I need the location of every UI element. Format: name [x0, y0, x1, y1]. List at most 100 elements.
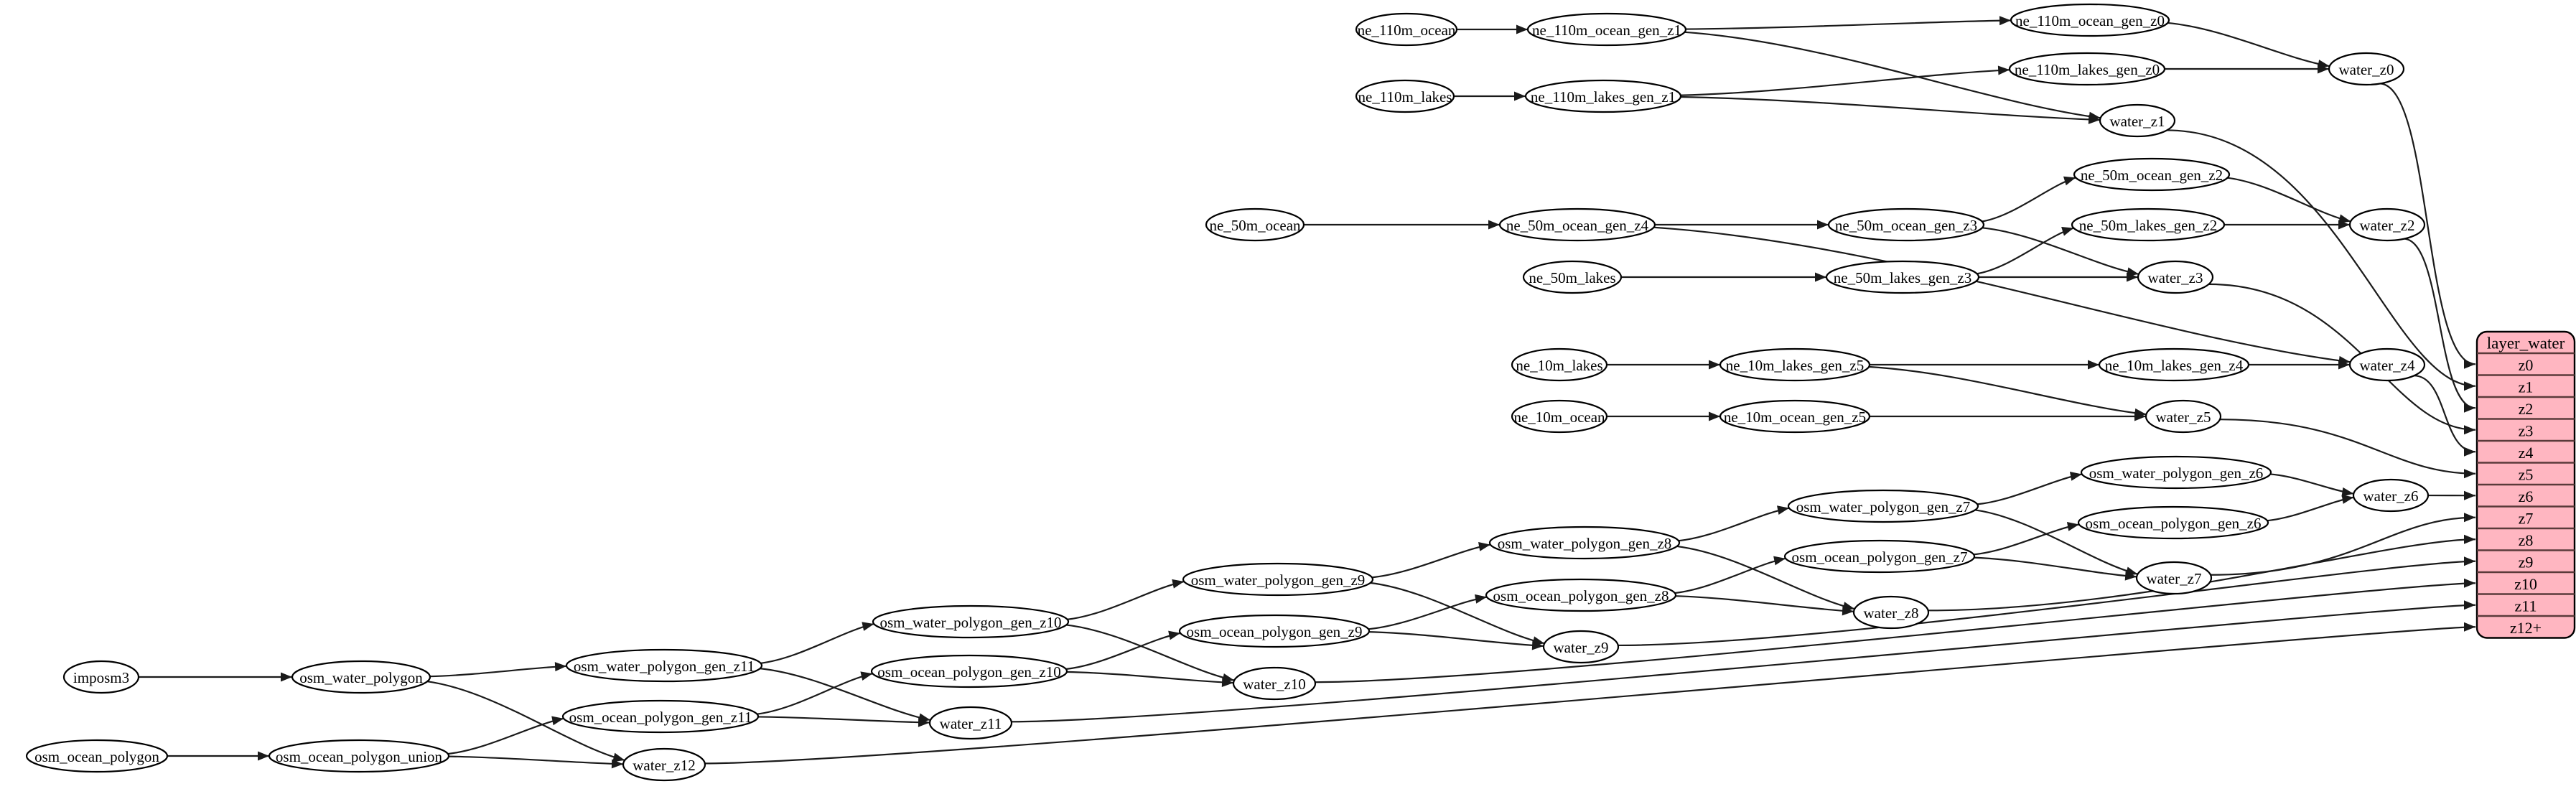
node-ne_10m_lakes_gen_z5[interactable]: ne_10m_lakes_gen_z5	[1719, 347, 1871, 382]
node-osm_water_polygon_gen_z6[interactable]: osm_water_polygon_gen_z6	[2080, 455, 2272, 490]
node-osm_ocean_polygon_gen_z11[interactable]: osm_ocean_polygon_gen_z11	[561, 699, 760, 734]
table-row-z0[interactable]: z0	[2519, 356, 2534, 374]
node-ne_110m_ocean_gen_z1[interactable]: ne_110m_ocean_gen_z1	[1526, 12, 1687, 47]
table-row-z9[interactable]: z9	[2519, 553, 2534, 571]
node-water_z4[interactable]: water_z4	[2348, 347, 2426, 382]
table-row-z7[interactable]: z7	[2519, 509, 2534, 527]
node-osm_water_polygon_gen_z8[interactable]: osm_water_polygon_gen_z8	[1488, 526, 1681, 560]
node-osm_ocean_polygon_gen_z10[interactable]: osm_ocean_polygon_gen_z10	[870, 654, 1068, 688]
edge-path	[1368, 631, 1544, 647]
node-osm_ocean_polygon[interactable]: osm_ocean_polygon	[25, 739, 169, 773]
node-ne_50m_lakes_gen_z2[interactable]: ne_50m_lakes_gen_z2	[2071, 207, 2226, 242]
node-osm_water_polygon_gen_z9[interactable]: osm_water_polygon_gen_z9	[1182, 562, 1374, 597]
node-ne_110m_lakes_gen_z0[interactable]: ne_110m_lakes_gen_z0	[2008, 52, 2166, 86]
node-ne_50m_ocean_gen_z2[interactable]: ne_50m_ocean_gen_z2	[2073, 157, 2231, 192]
node-osm_ocean_polygon_union[interactable]: osm_ocean_polygon_union	[268, 739, 450, 773]
edge-arrowhead	[2464, 556, 2475, 566]
edge-path	[1674, 595, 1854, 612]
node-ne_110m_lakes[interactable]: ne_110m_lakes	[1355, 79, 1455, 113]
edge-path	[1928, 538, 2476, 612]
edge-path	[1618, 560, 2476, 647]
edge-path	[2167, 22, 2330, 67]
edge-path	[2379, 83, 2476, 365]
node-water_z2[interactable]: water_z2	[2348, 207, 2426, 242]
edge-ne_50m_lakes_gen_z3-to-ne_50m_lakes_gen_z2	[1976, 227, 2074, 275]
table-row-z5[interactable]: z5	[2519, 465, 2534, 483]
table-row-z10[interactable]: z10	[2514, 575, 2537, 593]
edge-ne_110m_ocean-to-ne_110m_ocean_gen_z1	[1456, 24, 1528, 34]
node-label: ne_10m_lakes_gen_z4	[2105, 357, 2244, 374]
node-osm_ocean_polygon_gen_z8[interactable]: osm_ocean_polygon_gen_z8	[1485, 578, 1677, 612]
node-ne_10m_lakes_gen_z4[interactable]: ne_10m_lakes_gen_z4	[2098, 347, 2250, 382]
node-shape	[2145, 399, 2222, 434]
node-shape	[2008, 52, 2166, 86]
node-ne_10m_ocean[interactable]: ne_10m_ocean	[1511, 399, 1608, 434]
node-ne_110m_ocean_gen_z0[interactable]: ne_110m_ocean_gen_z0	[2010, 3, 2170, 37]
table-row-z11[interactable]: z11	[2515, 597, 2537, 615]
node-water_z11[interactable]: water_z11	[928, 706, 1013, 740]
edge-ne_50m_lakes-to-ne_50m_lakes_gen_z3	[1620, 272, 1826, 282]
edge-osm_ocean_polygon_gen_z7-to-water_z7	[1973, 556, 2137, 581]
node-shape	[62, 660, 140, 694]
table-row-z12+[interactable]: z12+	[2510, 619, 2542, 637]
table-row-z8[interactable]: z8	[2519, 531, 2534, 549]
node-osm_ocean_polygon_gen_z7[interactable]: osm_ocean_polygon_gen_z7	[1783, 539, 1976, 574]
edge-arrowhead	[2464, 578, 2475, 588]
node-shape	[2328, 52, 2405, 86]
node-osm_ocean_polygon_gen_z6[interactable]: osm_ocean_polygon_gen_z6	[2077, 505, 2269, 540]
node-ne_50m_ocean[interactable]: ne_50m_ocean	[1205, 207, 1305, 242]
table-row-z2[interactable]: z2	[2519, 400, 2534, 418]
node-ne_110m_ocean[interactable]: ne_110m_ocean	[1355, 12, 1458, 47]
node-water_z3[interactable]: water_z3	[2137, 260, 2214, 294]
node-imposm3[interactable]: imposm3	[62, 660, 140, 694]
node-water_z1[interactable]: water_z1	[2099, 103, 2176, 138]
node-osm_water_polygon_gen_z7[interactable]: osm_water_polygon_gen_z7	[1787, 489, 1979, 523]
edge-arrowhead	[2069, 472, 2082, 481]
node-ne_10m_ocean_gen_z5[interactable]: ne_10m_ocean_gen_z5	[1719, 399, 1871, 434]
table-row-z1[interactable]: z1	[2519, 378, 2534, 396]
edge-ne_10m_lakes_gen_z5-to-ne_10m_lakes_gen_z4	[1868, 360, 2099, 370]
table-row-z3[interactable]: z3	[2519, 421, 2534, 439]
node-osm_ocean_polygon_gen_z9[interactable]: osm_ocean_polygon_gen_z9	[1178, 614, 1371, 648]
node-osm_water_polygon_gen_z11[interactable]: osm_water_polygon_gen_z11	[565, 648, 763, 683]
node-osm_water_polygon_gen_z10[interactable]: osm_water_polygon_gen_z10	[872, 604, 1070, 639]
node-water_z10[interactable]: water_z10	[1232, 666, 1317, 701]
node-shape	[268, 739, 450, 773]
edge-osm_water_polygon_gen_z9-to-osm_water_polygon_gen_z8	[1371, 542, 1491, 579]
edge-arrowhead	[2341, 487, 2354, 497]
node-water_z9[interactable]: water_z9	[1542, 630, 1620, 664]
edge-water_z8-to-layer_water.z8	[1928, 534, 2476, 612]
node-osm_water_polygon[interactable]: osm_water_polygon	[291, 660, 431, 694]
node-label: osm_ocean_polygon_gen_z7	[1792, 548, 1968, 566]
edge-arrowhead	[860, 671, 873, 681]
node-water_z7[interactable]: water_z7	[2135, 561, 2213, 595]
node-ne_10m_lakes[interactable]: ne_10m_lakes	[1511, 347, 1608, 382]
node-label: ne_110m_ocean	[1358, 22, 1456, 39]
node-ne_50m_lakes[interactable]: ne_50m_lakes	[1522, 260, 1623, 294]
edge-path	[1371, 543, 1491, 579]
edge-osm_water_polygon-to-osm_water_polygon_gen_z11	[429, 662, 567, 678]
node-ne_50m_ocean_gen_z3[interactable]: ne_50m_ocean_gen_z3	[1827, 207, 1985, 242]
node-label: water_z10	[1243, 676, 1305, 693]
node-ne_50m_lakes_gen_z3[interactable]: ne_50m_lakes_gen_z3	[1825, 260, 1980, 294]
node-ne_50m_ocean_gen_z4[interactable]: ne_50m_ocean_gen_z4	[1498, 207, 1656, 242]
table-row-z4[interactable]: z4	[2519, 444, 2534, 462]
edge-path	[759, 667, 931, 722]
node-shape	[872, 604, 1070, 639]
node-water_z12[interactable]: water_z12	[622, 747, 706, 782]
node-water_z8[interactable]: water_z8	[1852, 595, 1930, 630]
node-shape	[1498, 207, 1656, 242]
edge-path	[1065, 624, 1235, 681]
node-water_z5[interactable]: water_z5	[2145, 399, 2222, 434]
node-water_z0[interactable]: water_z0	[2328, 52, 2405, 86]
table-row-z6[interactable]: z6	[2519, 487, 2534, 505]
edge-path	[2166, 129, 2476, 387]
edge-path	[1066, 580, 1185, 621]
edge-osm_ocean_polygon_gen_z9-to-osm_ocean_polygon_gen_z8	[1367, 594, 1488, 630]
edge-water_z5-to-layer_water.z5	[2219, 419, 2476, 479]
node-label: water_z5	[2156, 408, 2211, 426]
edge-path	[447, 755, 624, 765]
edge-path	[429, 665, 567, 678]
node-water_z6[interactable]: water_z6	[2352, 478, 2430, 513]
node-ne_110m_lakes_gen_z1[interactable]: ne_110m_lakes_gen_z1	[1524, 79, 1682, 113]
